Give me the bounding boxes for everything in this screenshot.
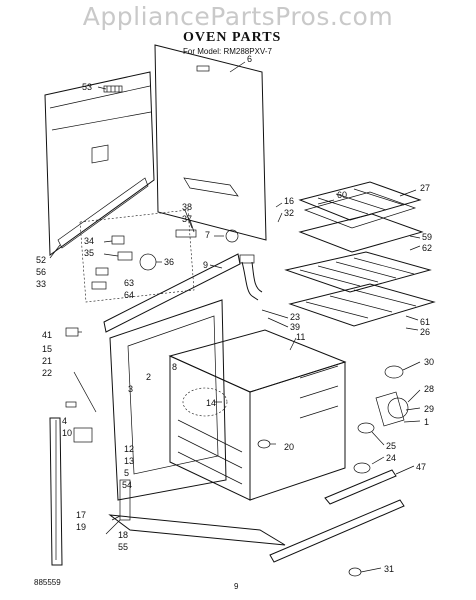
callout-56: 56 [36,267,46,277]
callout-47: 47 [416,462,426,472]
diagram-title: OVEN PARTS [183,30,282,45]
callout-30: 30 [424,357,434,367]
callout-29: 29 [424,404,434,414]
callout-10: 10 [62,428,72,438]
callout-60: 60 [337,190,347,200]
callout-54: 54 [122,480,132,490]
callout-12: 12 [124,444,134,454]
callout-64: 64 [124,290,134,300]
callout-20: 20 [284,442,294,452]
oven-cavity [168,329,347,501]
oven-rack [284,251,436,327]
callout-24: 24 [386,453,396,463]
callout-52: 52 [36,255,46,265]
callout-39: 39 [290,322,300,332]
callout-63: 63 [124,278,134,288]
watermark: AppliancePartsPros.com [82,2,394,31]
callout-25: 25 [386,441,396,451]
callout-7: 7 [205,230,210,240]
callout-28: 28 [424,384,434,394]
callout-35: 35 [84,248,94,258]
callout-34: 34 [84,236,94,246]
callout-62: 62 [422,243,432,253]
rear-panel-right [154,44,267,241]
callout-4: 4 [62,416,67,426]
callout-55: 55 [118,542,128,552]
callout-8: 8 [172,362,177,372]
callout-41: 41 [42,330,52,340]
callout-13: 13 [124,456,134,466]
callout-31: 31 [384,564,394,574]
callout-5: 5 [124,468,129,478]
left-small-parts [65,327,131,521]
callout-6: 6 [247,54,252,64]
callout-38: 38 [182,202,192,212]
callout-27: 27 [420,183,430,193]
callout-33: 33 [36,279,46,289]
callout-22: 22 [42,368,52,378]
callout-1: 1 [424,417,429,427]
callout-17: 17 [76,510,86,520]
callout-3: 3 [128,384,133,394]
callout-19: 19 [76,522,86,532]
bottom-trim [49,417,405,566]
callout-numbers: 53 6 52 56 33 38 37 7 34 35 36 9 63 64 1… [36,54,434,574]
leader-lines [49,61,421,573]
duct-pipe [239,254,263,301]
callout-23: 23 [290,312,300,322]
callout-18: 18 [118,530,128,540]
callout-11: 11 [296,332,305,342]
control-bracket [79,209,239,303]
vent-clip [103,85,123,93]
model-subtitle: For Model: RM288PXV-7 [183,47,272,56]
callout-32: 32 [284,208,294,218]
rear-panel-left [44,71,155,256]
document-code: 885559 [34,578,61,587]
callout-14: 14 [206,398,216,408]
side-components [348,365,409,577]
callout-9: 9 [203,260,208,270]
page-number: 9 [234,582,239,591]
callout-37: 37 [182,214,192,224]
callout-53: 53 [82,82,92,92]
callout-21: 21 [42,356,52,366]
callout-26: 26 [420,327,430,337]
broiler-pan [298,181,424,253]
callout-61: 61 [420,317,430,327]
callout-16: 16 [284,196,294,206]
callout-36: 36 [164,257,174,267]
callout-15: 15 [42,344,52,354]
callout-2: 2 [146,372,151,382]
callout-59: 59 [422,232,432,242]
